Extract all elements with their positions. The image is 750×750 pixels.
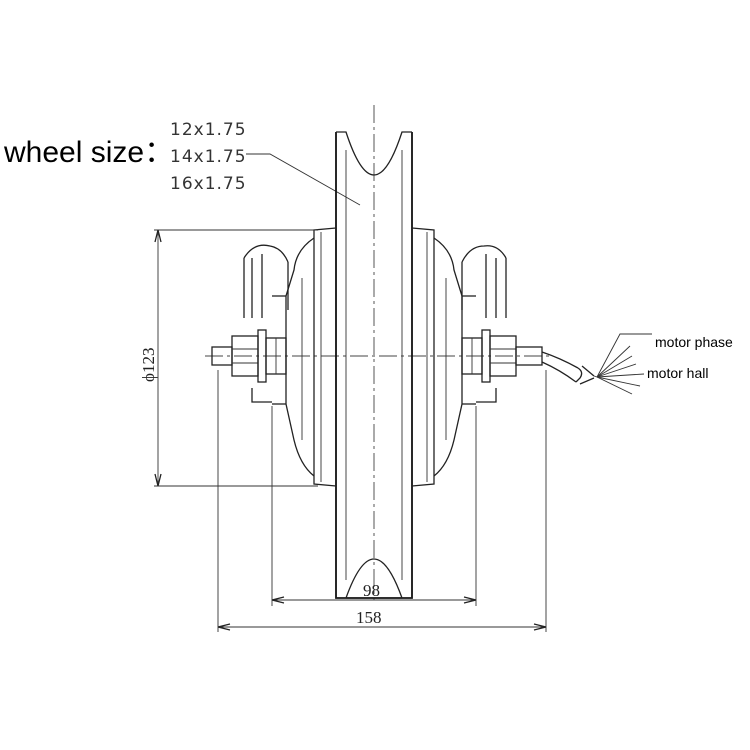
right-housing bbox=[411, 227, 476, 487]
tire bbox=[335, 131, 413, 599]
motor-cable bbox=[541, 351, 601, 385]
cable-leader-lines bbox=[596, 333, 652, 395]
wheel-size-title: wheel size： bbox=[3, 136, 174, 169]
inner-width-label: 98 bbox=[363, 581, 380, 600]
wheel-size-14: 14x1.75 bbox=[170, 147, 247, 167]
motor-hall-label: motor hall bbox=[647, 365, 708, 381]
wheel-size-12: 12x1.75 bbox=[170, 120, 247, 140]
right-axle-nut bbox=[461, 329, 543, 383]
left-fork bbox=[243, 244, 289, 403]
wheel-size-16: 16x1.75 bbox=[170, 174, 247, 194]
right-fork bbox=[461, 245, 507, 403]
diameter-label: ϕ123 bbox=[139, 348, 158, 382]
left-housing bbox=[272, 227, 337, 487]
outer-width-dimension bbox=[217, 370, 547, 632]
diameter-dimension bbox=[154, 229, 318, 487]
size-leader-line bbox=[246, 153, 361, 206]
left-axle-nut bbox=[211, 329, 287, 383]
inner-width-dimension bbox=[271, 406, 477, 606]
outer-width-label: 158 bbox=[356, 608, 382, 627]
motor-phase-label: motor phase bbox=[655, 334, 733, 350]
